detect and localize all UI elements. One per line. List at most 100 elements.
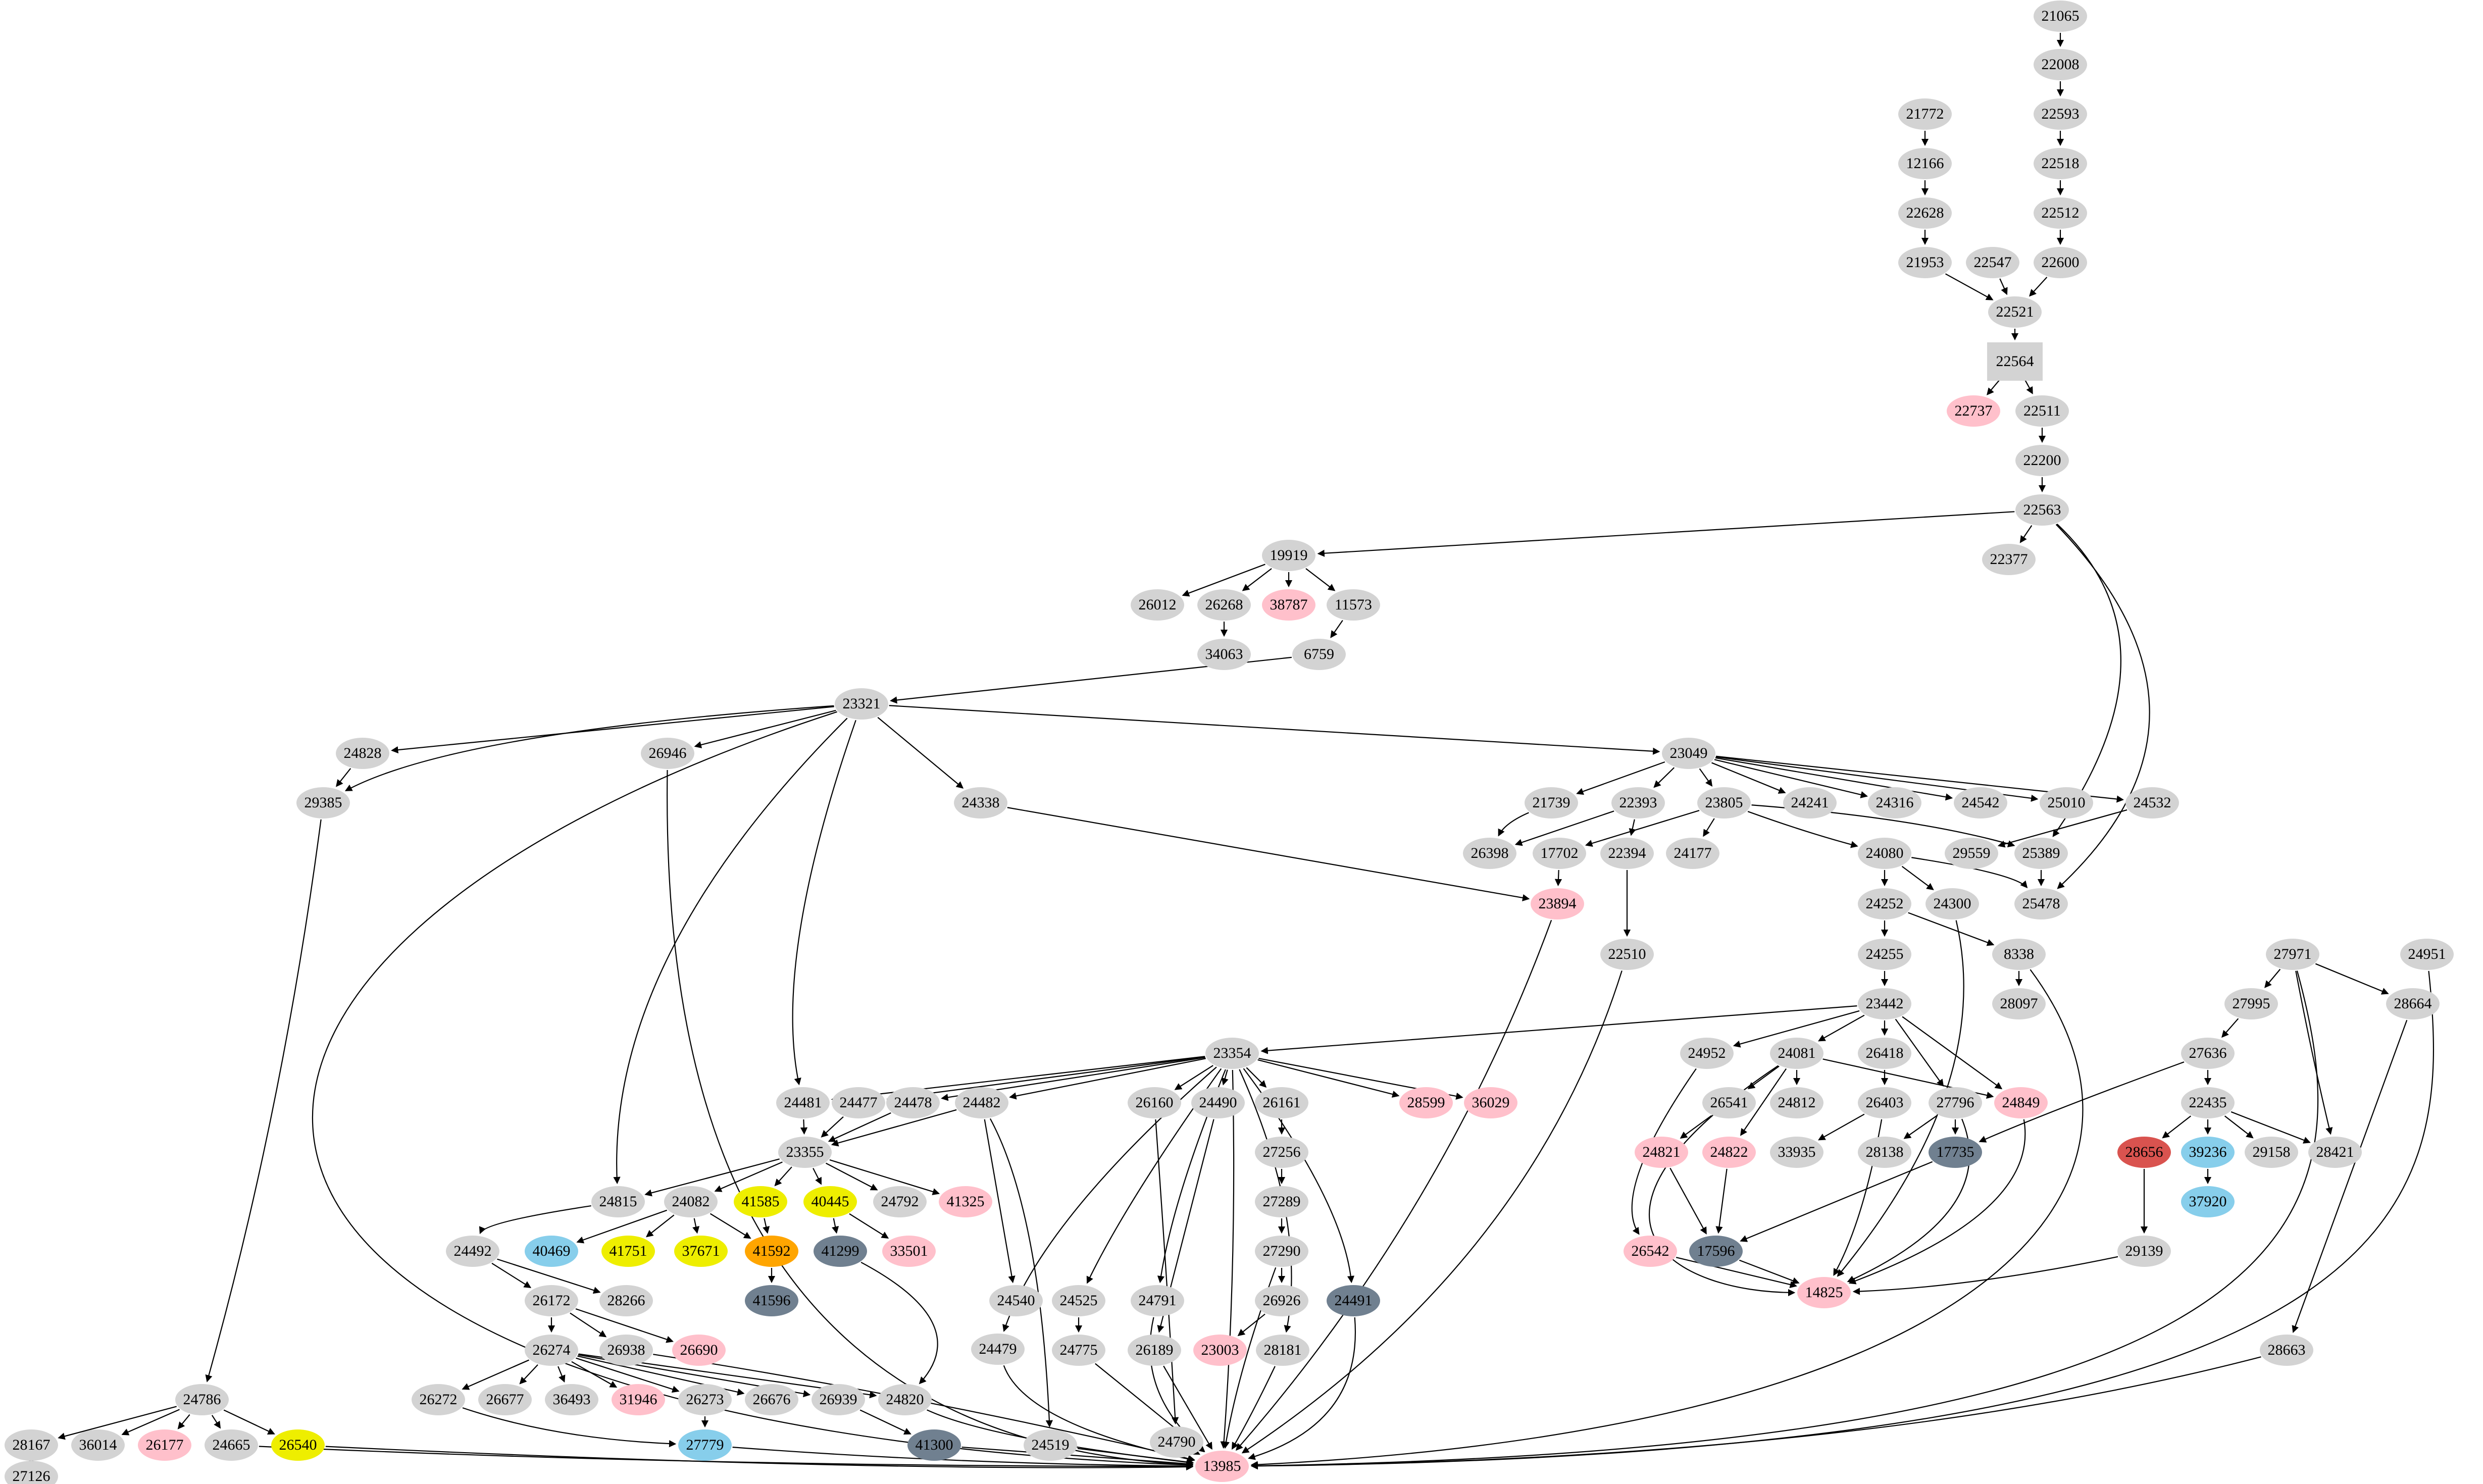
node-label-21953: 21953 <box>1906 254 1944 271</box>
node-22564: 22564 <box>1987 342 2043 381</box>
node-22518: 22518 <box>2034 148 2087 179</box>
node-shape-24490 <box>1191 1087 1245 1118</box>
node-28138: 28138 <box>1858 1137 1911 1168</box>
edge-24790-13985 <box>1192 1448 1200 1455</box>
edge-26274-26677 <box>519 1364 538 1385</box>
node-41596: 41596 <box>745 1285 798 1316</box>
node-27289: 27289 <box>1255 1186 1308 1217</box>
node-label-36493: 36493 <box>553 1391 591 1408</box>
node-label-27256: 27256 <box>1263 1144 1301 1160</box>
node-shape-24815 <box>591 1186 645 1217</box>
edge-27796-28138 <box>1903 1115 1938 1139</box>
node-label-26268: 26268 <box>1205 596 1243 613</box>
node-shape-22394 <box>1600 838 1654 869</box>
node-shape-38787 <box>1262 589 1315 621</box>
node-21065: 21065 <box>2034 1 2087 32</box>
node-22377: 22377 <box>1982 544 2036 575</box>
node-22511: 22511 <box>2015 395 2069 427</box>
node-shape-22511 <box>2015 395 2069 427</box>
node-label-26541: 26541 <box>1710 1094 1748 1111</box>
edge-19919-26268 <box>1242 568 1272 591</box>
node-label-26946: 26946 <box>649 745 687 761</box>
node-label-34063: 34063 <box>1205 646 1243 662</box>
node-label-39236: 39236 <box>2189 1144 2227 1160</box>
edge-24081-24822 <box>1740 1068 1787 1136</box>
edge-41300-13985 <box>961 1446 1194 1467</box>
edge-24821-17596 <box>1669 1167 1707 1235</box>
edge-23354-24477 <box>886 1056 1205 1102</box>
node-label-24177: 24177 <box>1674 845 1712 861</box>
node-label-22393: 22393 <box>1619 794 1657 811</box>
node-26161: 26161 <box>1255 1087 1308 1118</box>
node-label-31946: 31946 <box>620 1391 657 1408</box>
node-29139: 29139 <box>2117 1236 2171 1267</box>
node-label-24519: 24519 <box>1032 1437 1070 1453</box>
edge-22564-22511 <box>2024 380 2033 394</box>
node-label-24479: 24479 <box>979 1341 1017 1357</box>
node-17596: 17596 <box>1689 1236 1743 1267</box>
node-label-41325: 41325 <box>947 1193 985 1210</box>
node-shape-11573 <box>1327 589 1380 621</box>
node-shape-24252 <box>1858 888 1911 919</box>
edge-41299-24820 <box>860 1261 938 1385</box>
node-label-26676: 26676 <box>753 1391 791 1408</box>
node-26272: 26272 <box>412 1384 465 1415</box>
node-shape-24532 <box>2125 787 2179 818</box>
node-label-24822: 24822 <box>1710 1144 1748 1160</box>
node-27796: 27796 <box>1929 1087 1982 1118</box>
node-label-28664: 28664 <box>2394 995 2432 1012</box>
node-shape-27796 <box>1929 1087 1982 1118</box>
node-37671: 37671 <box>674 1236 728 1267</box>
node-shape-24519 <box>1024 1429 1077 1461</box>
node-24820: 24820 <box>878 1384 932 1415</box>
node-28266: 28266 <box>599 1285 653 1316</box>
edge-24491-13985 <box>1248 1317 1356 1460</box>
edge-23049-21739 <box>1576 761 1665 795</box>
node-24540: 24540 <box>989 1285 1043 1316</box>
edge-24081-26541 <box>1747 1065 1780 1090</box>
node-shape-28656 <box>2117 1137 2171 1168</box>
node-label-24665: 24665 <box>213 1437 250 1453</box>
node-41299: 41299 <box>814 1236 867 1267</box>
edge-23321-24815 <box>613 718 848 1185</box>
node-label-28167: 28167 <box>13 1437 50 1453</box>
node-28664: 28664 <box>2386 988 2440 1019</box>
edge-40445-33501 <box>849 1213 889 1239</box>
node-label-29139: 29139 <box>2125 1243 2163 1259</box>
node-23321: 23321 <box>835 688 888 720</box>
node-22593: 22593 <box>2034 98 2087 130</box>
node-label-29385: 29385 <box>305 794 342 811</box>
edge-21739-26398 <box>1498 812 1529 837</box>
node-shape-29385 <box>296 787 350 818</box>
node-shape-22737 <box>1947 395 2000 427</box>
node-28656: 28656 <box>2117 1137 2171 1168</box>
node-24828: 24828 <box>336 738 389 769</box>
node-24519: 24519 <box>1024 1429 1077 1461</box>
node-label-41585: 41585 <box>742 1193 780 1210</box>
edge-24786-24665 <box>211 1415 221 1429</box>
node-shape-24791 <box>1131 1285 1184 1316</box>
node-label-26398: 26398 <box>1471 845 1509 861</box>
edge-26403-33935 <box>1818 1113 1865 1141</box>
node-24255: 24255 <box>1858 939 1911 970</box>
node-label-24821: 24821 <box>1643 1144 1681 1160</box>
edge-24080-25478 <box>1911 857 2028 889</box>
node-24491: 24491 <box>1327 1285 1380 1316</box>
node-label-24081: 24081 <box>1778 1045 1816 1061</box>
node-label-22593: 22593 <box>2042 106 2080 122</box>
node-29559: 29559 <box>1945 838 1998 869</box>
edge-24477-23355 <box>821 1116 844 1138</box>
node-shape-24812 <box>1770 1087 1823 1118</box>
node-shape-24481 <box>776 1087 830 1118</box>
node-label-26172: 26172 <box>533 1292 571 1309</box>
node-24775: 24775 <box>1052 1335 1105 1366</box>
node-24952: 24952 <box>1680 1038 1734 1069</box>
edge-24482-24540 <box>984 1119 1016 1284</box>
node-27779: 27779 <box>678 1429 732 1461</box>
edge-23894-13985 <box>1235 919 1552 1451</box>
node-shape-24952 <box>1680 1038 1734 1069</box>
node-label-6759: 6759 <box>1304 646 1334 662</box>
node-22521: 22521 <box>1988 296 2042 328</box>
node-label-24815: 24815 <box>599 1193 637 1210</box>
node-24532: 24532 <box>2125 787 2179 818</box>
